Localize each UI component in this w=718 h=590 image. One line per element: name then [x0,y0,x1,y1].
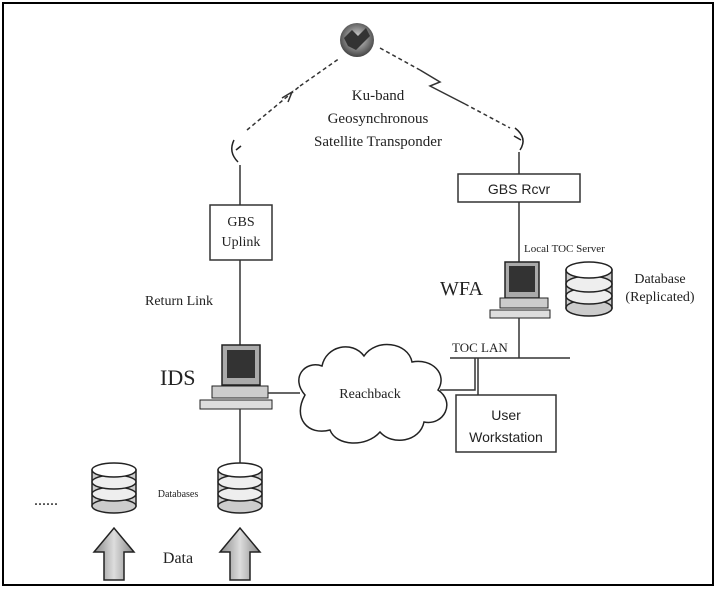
satellite-icon [340,23,374,57]
replicated-database-label-line1: Database [634,272,685,287]
receiver-dish-icon [513,127,524,151]
replicated-database-label-line2: (Replicated) [625,290,695,305]
wfa-label: WFA [440,278,484,300]
gbs-uplink-label-line2: Uplink [222,235,261,250]
gbs-uplink-box [209,204,273,261]
gbs-receiver-label: GBS Rcvr [488,181,551,197]
gbs-uplink-label-line1: GBS [227,215,254,230]
reachback-label: Reachback [339,387,400,402]
satellite-label-line1: Ku-band [352,88,405,104]
database-icon-right [217,462,263,514]
user-workstation-box [455,394,557,453]
local-toc-server-label: Local TOC Server [524,243,605,255]
satellite-label-line3: Satellite Transponder [314,134,442,150]
database-icon-left [91,462,137,514]
wfa-server-icon [489,261,551,319]
toc-lan-label: TOC LAN [452,340,508,355]
more-databases-ellipsis: ...... [34,492,58,509]
ids-computer-icon [199,344,273,410]
reachback-cloud-icon [298,343,448,444]
uplink-signal [246,57,341,131]
user-workstation-label-line2: Workstation [469,429,543,445]
replicated-database-icon [565,261,613,317]
uplink-dish-icon [231,139,242,163]
data-label: Data [163,550,193,567]
satellite-label-line2: Geosynchronous [328,111,429,127]
data-arrow-right-icon [218,526,262,581]
return-link-label: Return Link [145,294,213,309]
data-arrow-left-icon [92,526,136,581]
downlink-signal [379,47,511,129]
databases-label: Databases [158,489,199,500]
reachback-to-lan-line [440,358,476,391]
ids-label: IDS [160,365,195,390]
user-workstation-label-line1: User [491,407,521,423]
